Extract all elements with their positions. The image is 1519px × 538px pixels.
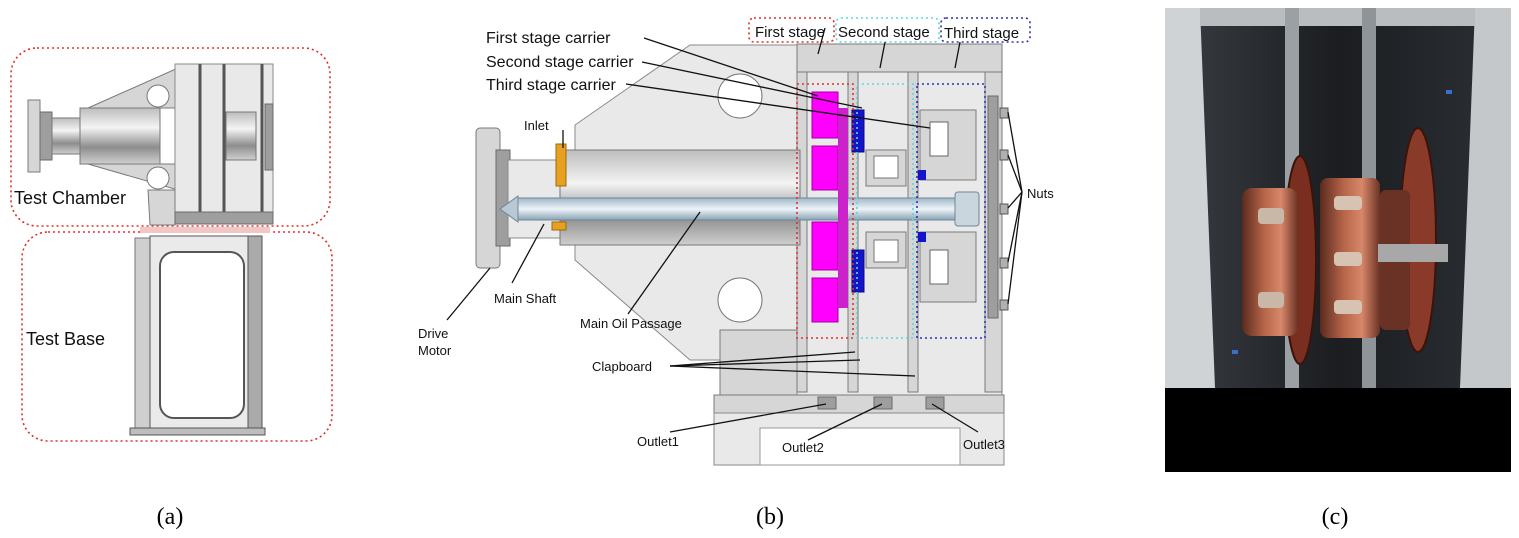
- panel-b-caption: (b): [756, 504, 784, 530]
- panel-c-caption: (c): [1322, 504, 1349, 530]
- second-stage-gears: [851, 109, 907, 293]
- nuts-label: Nuts: [1027, 186, 1054, 201]
- outlet2-label: Outlet2: [782, 440, 824, 455]
- third-stage-carrier-label: Third stage carrier: [486, 77, 616, 94]
- panel-b: First stage Second stage Third stage: [418, 17, 1054, 530]
- test-chamber-drawing: [27, 63, 274, 226]
- test-chamber-region: [10, 47, 331, 227]
- clapboard-label: Clapboard: [592, 359, 652, 374]
- gearbox-photo: [1165, 8, 1511, 388]
- end-cap: [987, 95, 999, 319]
- inlet-label: Inlet: [524, 118, 549, 133]
- panel-c: (c): [1165, 8, 1511, 530]
- inlet-fitting: [555, 143, 567, 187]
- main-oil-passage-label: Main Oil Passage: [580, 316, 682, 331]
- second-stage-carrier-label: Second stage carrier: [486, 54, 634, 71]
- first-stage-tag: [748, 17, 835, 43]
- test-base-label: Test Base: [26, 329, 105, 349]
- outlet1-label: Outlet1: [637, 434, 679, 449]
- third-stage-label: Third stage: [944, 25, 1019, 42]
- test-chamber-label: Test Chamber: [14, 188, 126, 208]
- first-stage-carrier-label: First stage carrier: [486, 30, 611, 47]
- panel-a: Test Chamber Test Base (a): [10, 47, 333, 530]
- third-stage-gears: [918, 109, 977, 303]
- outlet3-label: Outlet3: [963, 437, 1005, 452]
- first-stage-label: First stage: [755, 24, 825, 41]
- panel-a-caption: (a): [157, 504, 184, 530]
- drive-motor-label-line2: Motor: [418, 343, 452, 358]
- leader-lines: [446, 27, 1023, 441]
- third-stage-tag: [940, 17, 1031, 43]
- second-stage-label: Second stage: [838, 24, 930, 41]
- test-base-drawing: [129, 227, 270, 436]
- drive-motor-label-line1: Drive: [418, 326, 448, 341]
- second-stage-tag: [835, 17, 940, 43]
- test-base-region: [21, 231, 333, 442]
- third-stage-region: [916, 83, 986, 339]
- main-shaft-label: Main Shaft: [494, 291, 557, 306]
- main-shaft: [514, 197, 971, 221]
